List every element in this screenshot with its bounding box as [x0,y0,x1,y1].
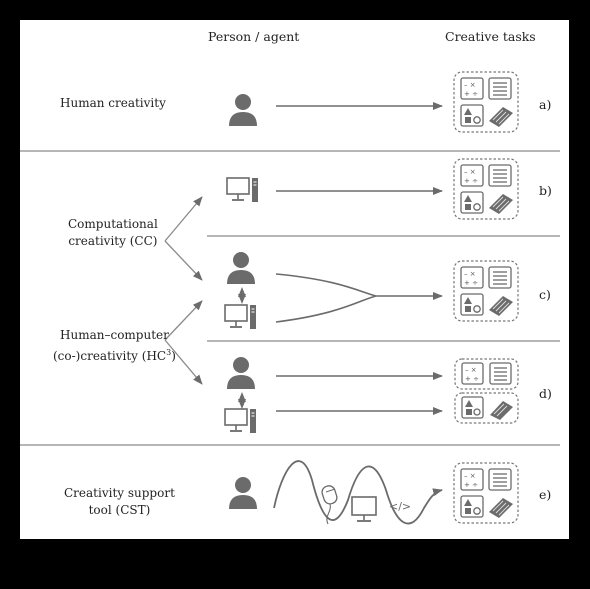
branch-arrow [164,196,203,242]
svg-text:+ ÷: + ÷ [465,375,479,383]
computer-icon [224,408,257,434]
cc-label-line2: creativity (CC) [68,234,158,248]
cst-label-line1: Creativity support [64,486,175,500]
cc-label-line1: Computational [68,217,158,231]
cc-label: Computational creativity (CC) [68,216,158,250]
cst-label: Creativity support tool (CST) [64,485,175,519]
diagram-panel: – × + ÷ [20,20,569,539]
task-grid-icon [453,462,519,524]
person-icon [227,357,255,389]
task-grid-icon: – × + ÷ [454,358,519,424]
task-grid-icon [453,71,519,133]
hc3-label-text: (co-)creativity (HC [53,349,167,363]
branch-arrow [164,240,203,281]
diagram-canvas: – × + ÷ [20,71,560,525]
hc3-label-line2: (co-)creativity (HC3) [53,344,176,365]
tasks-column-header: Creative tasks [445,29,536,44]
computer-icon [224,304,257,330]
task-grid-icon [453,158,519,220]
computer-icon [351,496,377,522]
mouse-icon [321,485,338,525]
hc3-label: Human–computer (co-)creativity (HC3) [53,327,176,365]
branch-arrow [164,339,203,385]
agent-column-header: Person / agent [208,29,300,44]
row-tag-c: c) [539,287,551,302]
row-tag-d: d) [539,386,552,401]
hc3-label-line1: Human–computer [60,328,169,342]
human-creativity-label: Human creativity [60,96,166,110]
hc3-label-close: ) [171,349,176,363]
task-grid-icon [453,260,519,322]
person-icon [227,252,255,284]
cst-label-line2: tool (CST) [88,503,151,517]
computer-icon [226,177,259,203]
branch-arrow [164,300,203,341]
code-icon: </> [389,500,411,513]
merge-curve [275,273,377,323]
row-tag-a: a) [539,97,552,112]
person-icon [229,477,257,509]
row-tag-e: e) [539,487,552,502]
svg-text:– ×: – × [465,366,477,374]
hc3-superscript: 3 [166,348,172,357]
person-icon [229,94,257,126]
process-curve [273,460,443,525]
row-tag-b: b) [539,183,552,198]
